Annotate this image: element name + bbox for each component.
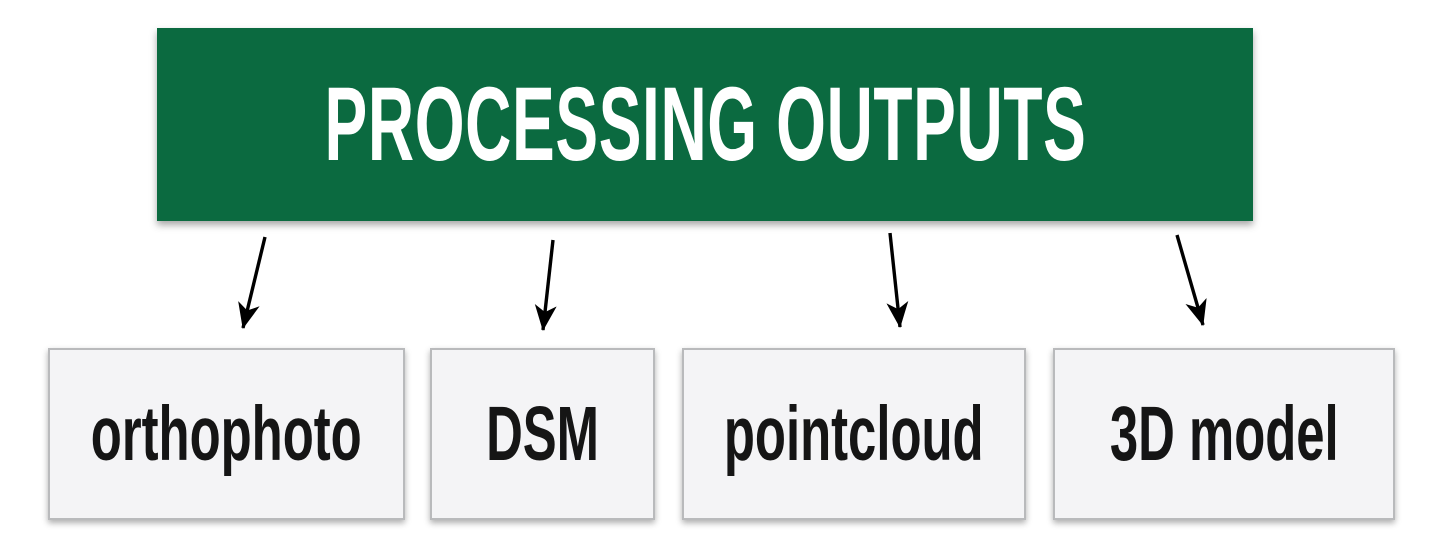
- arrow-to-3d-model: [1175, 234, 1207, 326]
- output-label-dsm: DSM: [486, 390, 599, 477]
- output-label-pointcloud: pointcloud: [724, 390, 984, 477]
- output-box-pointcloud: pointcloud: [682, 348, 1026, 520]
- output-box-orthophoto: orthophoto: [48, 348, 405, 520]
- arrow-to-dsm: [534, 239, 557, 331]
- output-label-orthophoto: orthophoto: [91, 390, 362, 477]
- output-box-3d-model: 3D model: [1053, 348, 1395, 520]
- header-banner: PROCESSING OUTPUTS: [157, 28, 1253, 221]
- arrow-to-orthophoto: [238, 236, 267, 329]
- header-title: PROCESSING OUTPUTS: [324, 66, 1086, 183]
- output-box-dsm: DSM: [430, 348, 655, 520]
- arrow-to-pointcloud: [886, 232, 909, 328]
- output-label-3d-model: 3D model: [1109, 390, 1339, 477]
